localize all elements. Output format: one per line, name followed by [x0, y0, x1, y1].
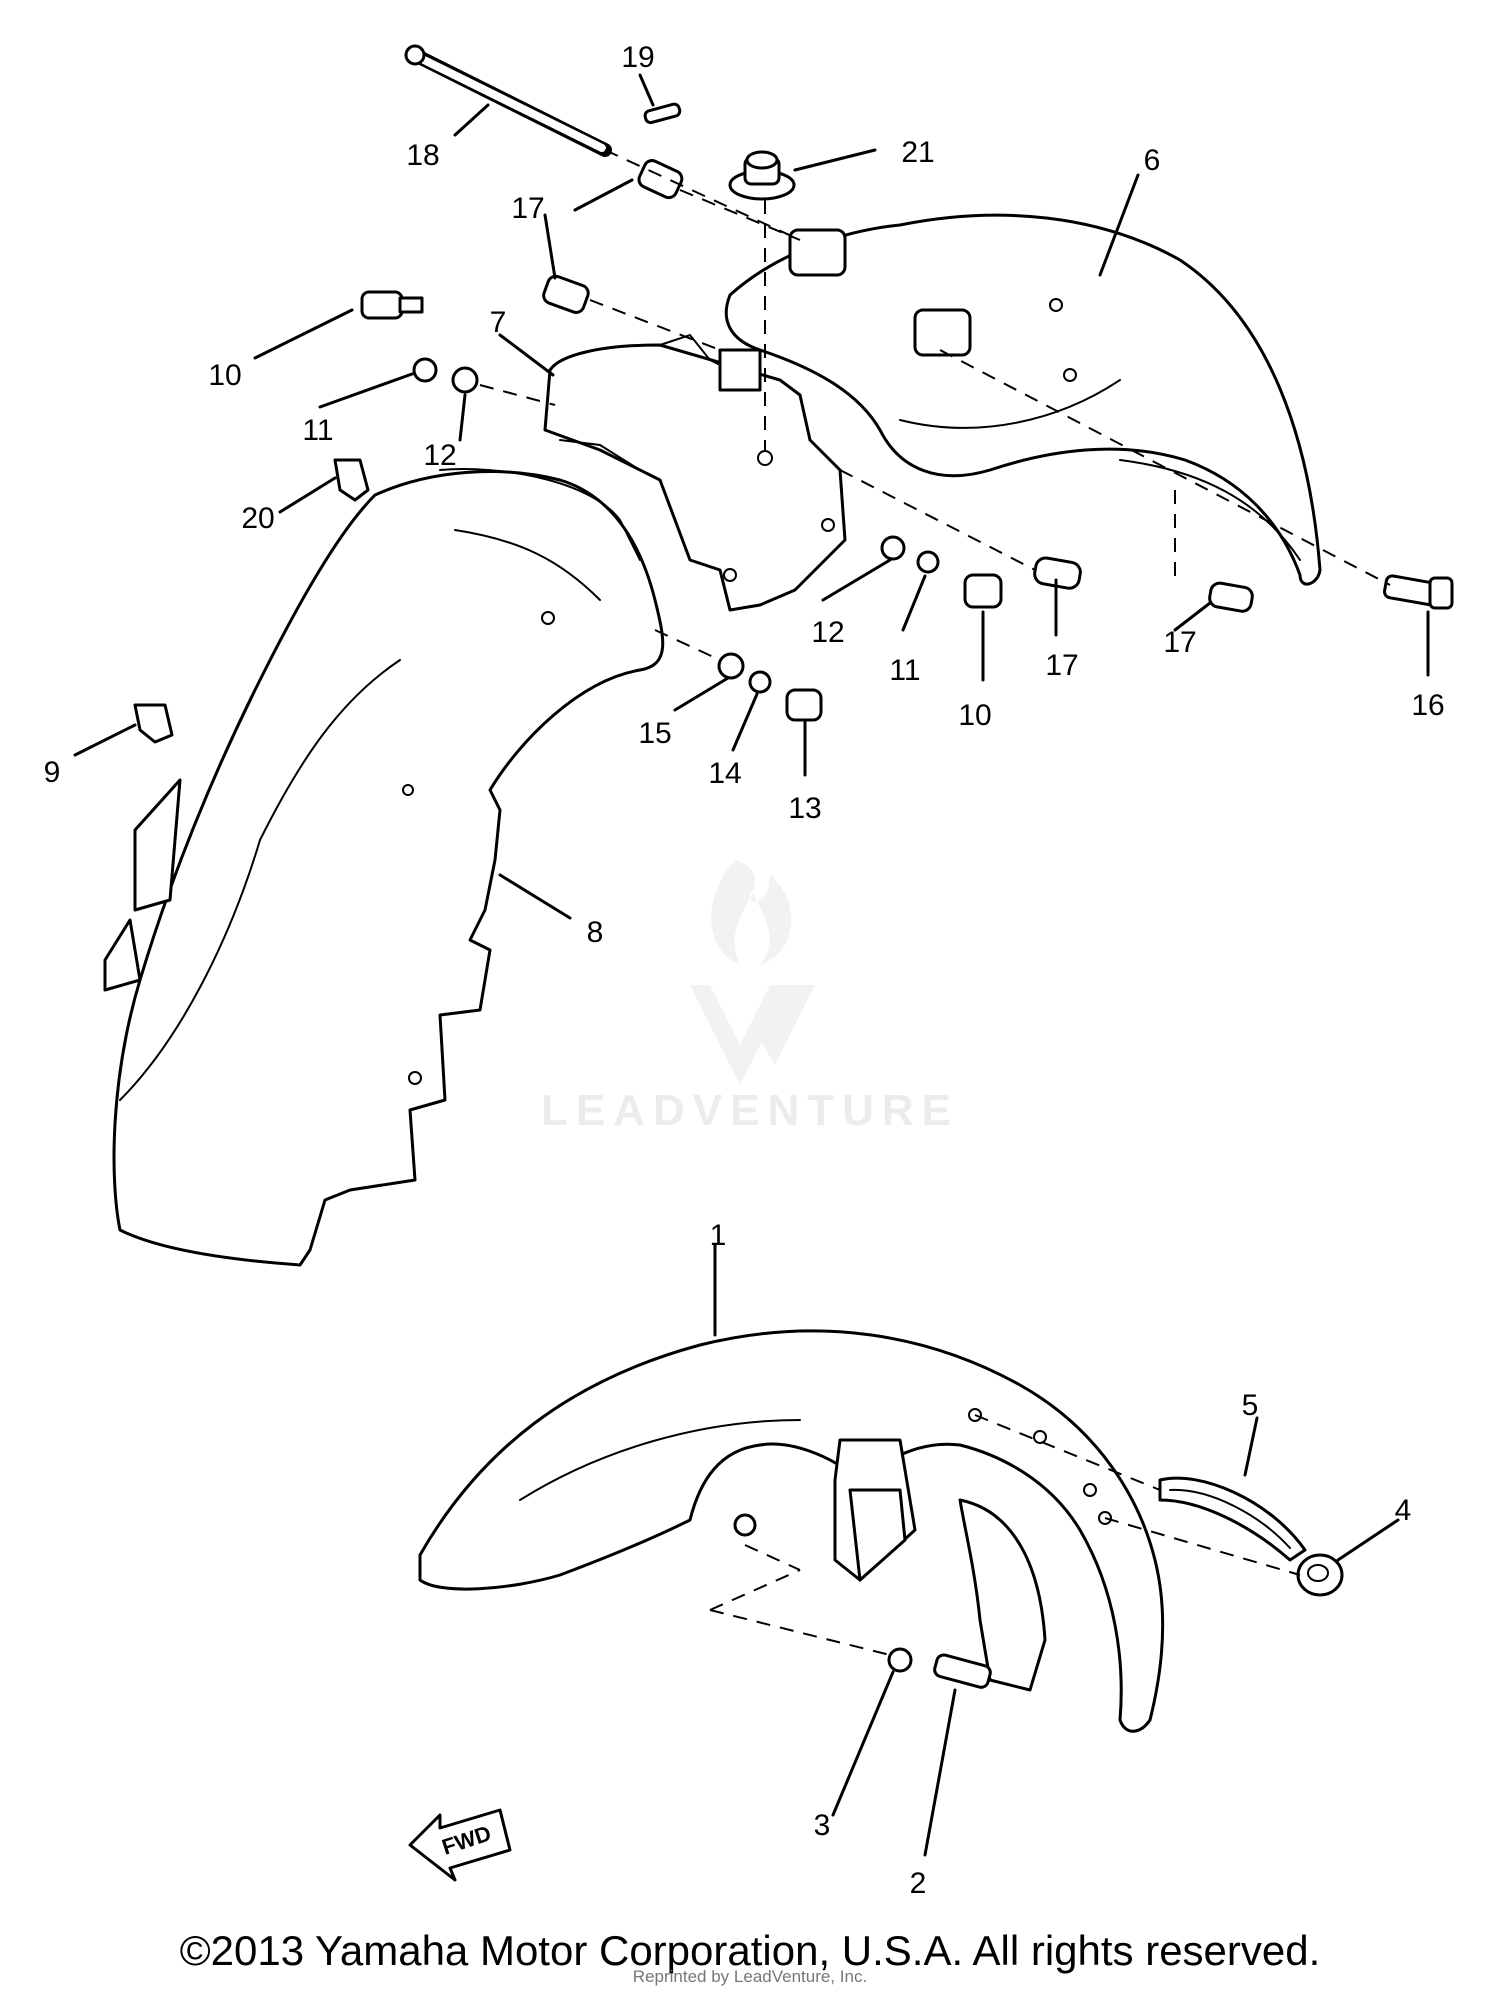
part-10-bolt-right	[963, 573, 1003, 609]
callout-6: 6	[1144, 144, 1161, 177]
part-17-collar-top	[637, 159, 684, 200]
part-7-bracket	[543, 333, 847, 612]
part-8-rear-fender-main	[103, 468, 665, 1267]
watermark-text: LEADVENTURE	[541, 1086, 959, 1135]
callout-15: 15	[638, 717, 671, 750]
part-9-clip	[133, 703, 174, 744]
part-13-bolt	[785, 688, 823, 722]
part-3-washer	[887, 1647, 913, 1673]
leader-lines	[73, 73, 1430, 1857]
part-5-reflector	[1158, 1476, 1307, 1562]
part-12-washer-left	[451, 366, 479, 394]
callout-11-left: 11	[302, 414, 333, 447]
callout-10-left: 10	[208, 359, 241, 392]
callout-9: 9	[44, 756, 61, 789]
callout-4: 4	[1395, 1494, 1412, 1527]
part-15-washer	[717, 652, 745, 680]
part-21-grommet	[728, 150, 796, 201]
callout-17-top: 17	[511, 192, 544, 225]
callout-5: 5	[1242, 1389, 1259, 1422]
callout-12-right: 12	[811, 616, 844, 649]
callout-8: 8	[587, 916, 604, 949]
part-18-rod	[404, 44, 612, 157]
callout-7: 7	[490, 306, 507, 339]
part-1-front-fender	[418, 1329, 1165, 1733]
part-12-washer-right	[880, 535, 906, 561]
callout-11-right: 11	[889, 654, 920, 687]
callout-13: 13	[788, 792, 821, 825]
callout-17-right: 17	[1163, 626, 1196, 659]
callout-21: 21	[901, 136, 934, 169]
part-16-bolt	[1382, 574, 1454, 610]
callout-3: 3	[814, 1809, 831, 1842]
callout-2: 2	[910, 1867, 927, 1900]
part-11-lockwasher-right	[916, 550, 940, 574]
copyright-text: ©2013 Yamaha Motor Corporation, U.S.A. A…	[180, 1927, 1321, 1974]
part-10-bolt-left	[360, 290, 424, 320]
callout-14: 14	[708, 757, 741, 790]
callout-1: 1	[710, 1219, 727, 1252]
part-17-collar-right	[1208, 581, 1254, 613]
callout-12-left: 12	[423, 439, 456, 472]
reprint-credit: Reprinted by LeadVenture, Inc.	[633, 1967, 867, 1986]
watermark-logo	[690, 860, 815, 1085]
part-14-lockwasher	[748, 670, 772, 694]
part-4-cap	[1296, 1553, 1344, 1597]
part-20-clip	[333, 458, 370, 502]
callout-16: 16	[1411, 689, 1444, 722]
callout-18: 18	[406, 139, 439, 172]
part-17-collar-left	[542, 274, 590, 314]
fwd-arrow-icon: FWD	[408, 1808, 512, 1882]
callouts: 1 2 3 4 5 6 7 8 9 10 10 11 11 12 12 13 1…	[44, 41, 1445, 1900]
part-6-rear-fender	[724, 213, 1322, 586]
callout-20: 20	[241, 502, 274, 535]
callout-10-right: 10	[958, 699, 991, 732]
callout-17-mid: 17	[1045, 649, 1078, 682]
part-11-lockwasher-left	[412, 357, 438, 383]
part-2-bolt	[933, 1653, 992, 1689]
callout-19: 19	[621, 41, 654, 74]
part-19-pin	[643, 102, 682, 125]
